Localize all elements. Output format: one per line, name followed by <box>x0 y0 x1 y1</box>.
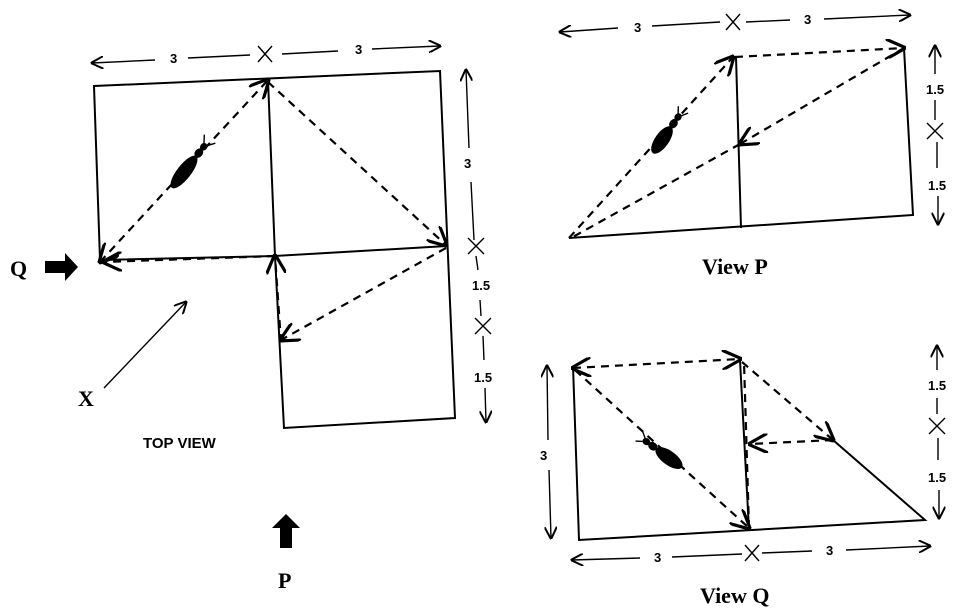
view-q-inner-line <box>739 359 750 531</box>
top-view-inner-lines <box>267 79 448 258</box>
dim-label: 3 <box>170 51 177 66</box>
p-arrow-icon <box>272 514 300 548</box>
view-q-dim-bottom: 3 3 <box>572 543 930 565</box>
dim-label: 1.5 <box>928 378 946 393</box>
dim-label: 3 <box>804 12 811 27</box>
dim-label: 3 <box>464 156 471 171</box>
view-q-path-seg <box>741 361 833 440</box>
view-q-path-seg <box>573 359 740 368</box>
ant-icon <box>635 431 683 469</box>
view-q: 3 3 3 1.5 1.5 View Q <box>540 346 946 608</box>
top-view-caption: TOP VIEW <box>143 435 217 452</box>
view-p-path-seg <box>568 57 733 239</box>
x-label: X <box>78 386 94 411</box>
view-p-path-seg <box>570 143 741 239</box>
dim-label: 3 <box>540 448 547 463</box>
view-q-path-seg <box>750 440 834 444</box>
dim-label: 1.5 <box>474 370 492 385</box>
dim-label: 1.5 <box>472 278 490 293</box>
view-p-outline <box>568 47 915 239</box>
view-p-path-seg <box>740 47 905 144</box>
dim-label: 3 <box>654 550 661 565</box>
view-q-caption: View Q <box>700 583 769 608</box>
view-p-path-seg <box>734 48 904 57</box>
view-q-dim-left: 3 <box>540 366 551 538</box>
top-view-dim-right: 3 1.5 1.5 <box>464 70 492 422</box>
top-view-path-seg <box>104 256 276 262</box>
dim-label: 3 <box>355 42 362 57</box>
view-p-dim-right: 1.5 1.5 <box>926 46 946 224</box>
dim-label: 1.5 <box>926 82 944 97</box>
q-arrow-icon <box>45 253 78 281</box>
view-p-caption: View P <box>702 254 768 279</box>
top-view-path-seg <box>267 81 446 245</box>
dim-label: 1.5 <box>928 178 946 193</box>
q-label: Q <box>10 256 27 281</box>
ant-icon <box>651 106 689 154</box>
x-pointer-arrow <box>103 302 186 389</box>
view-q-dim-right: 1.5 1.5 <box>928 346 946 518</box>
top-view-path-seg <box>281 247 447 340</box>
view-p-inner-line <box>735 56 742 229</box>
dim-label: 1.5 <box>928 470 946 485</box>
top-view-path-seg <box>275 256 281 343</box>
view-p: 3 3 1.5 1.5 View P <box>560 12 946 279</box>
p-label: P <box>278 568 291 593</box>
top-view: 3 3 3 1.5 1.5 X Q P TOP VIEW <box>10 42 492 593</box>
view-p-dim-top: 3 3 <box>560 12 910 35</box>
dim-label: 3 <box>634 20 641 35</box>
top-view-dim-top: 3 3 <box>92 42 440 66</box>
dim-label: 3 <box>826 543 833 558</box>
ant-icon <box>170 134 216 189</box>
